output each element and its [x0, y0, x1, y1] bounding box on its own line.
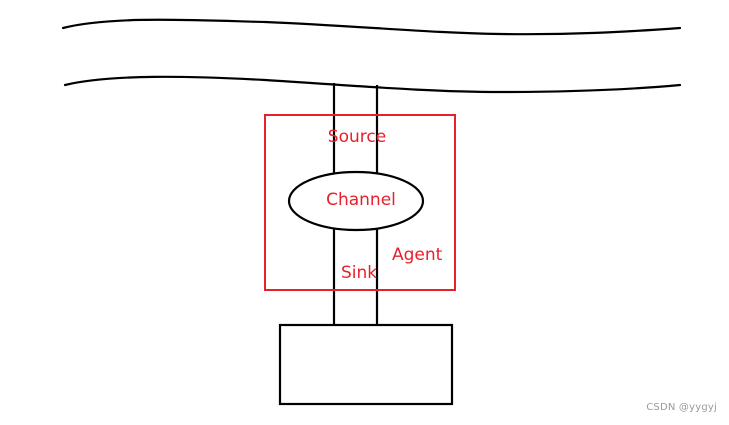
wavy-line-top — [61, 18, 682, 36]
channel-ellipse — [287, 170, 425, 232]
agent-box — [264, 114, 456, 291]
channel-label: Channel — [326, 190, 396, 210]
agent-label: Agent — [392, 245, 443, 265]
destination-box — [278, 323, 454, 406]
csdn-watermark: CSDN @yygyj — [646, 402, 717, 413]
source-label: Source — [328, 127, 386, 147]
wavy-line-bottom — [63, 75, 682, 94]
sink-label: Sink — [341, 263, 377, 283]
